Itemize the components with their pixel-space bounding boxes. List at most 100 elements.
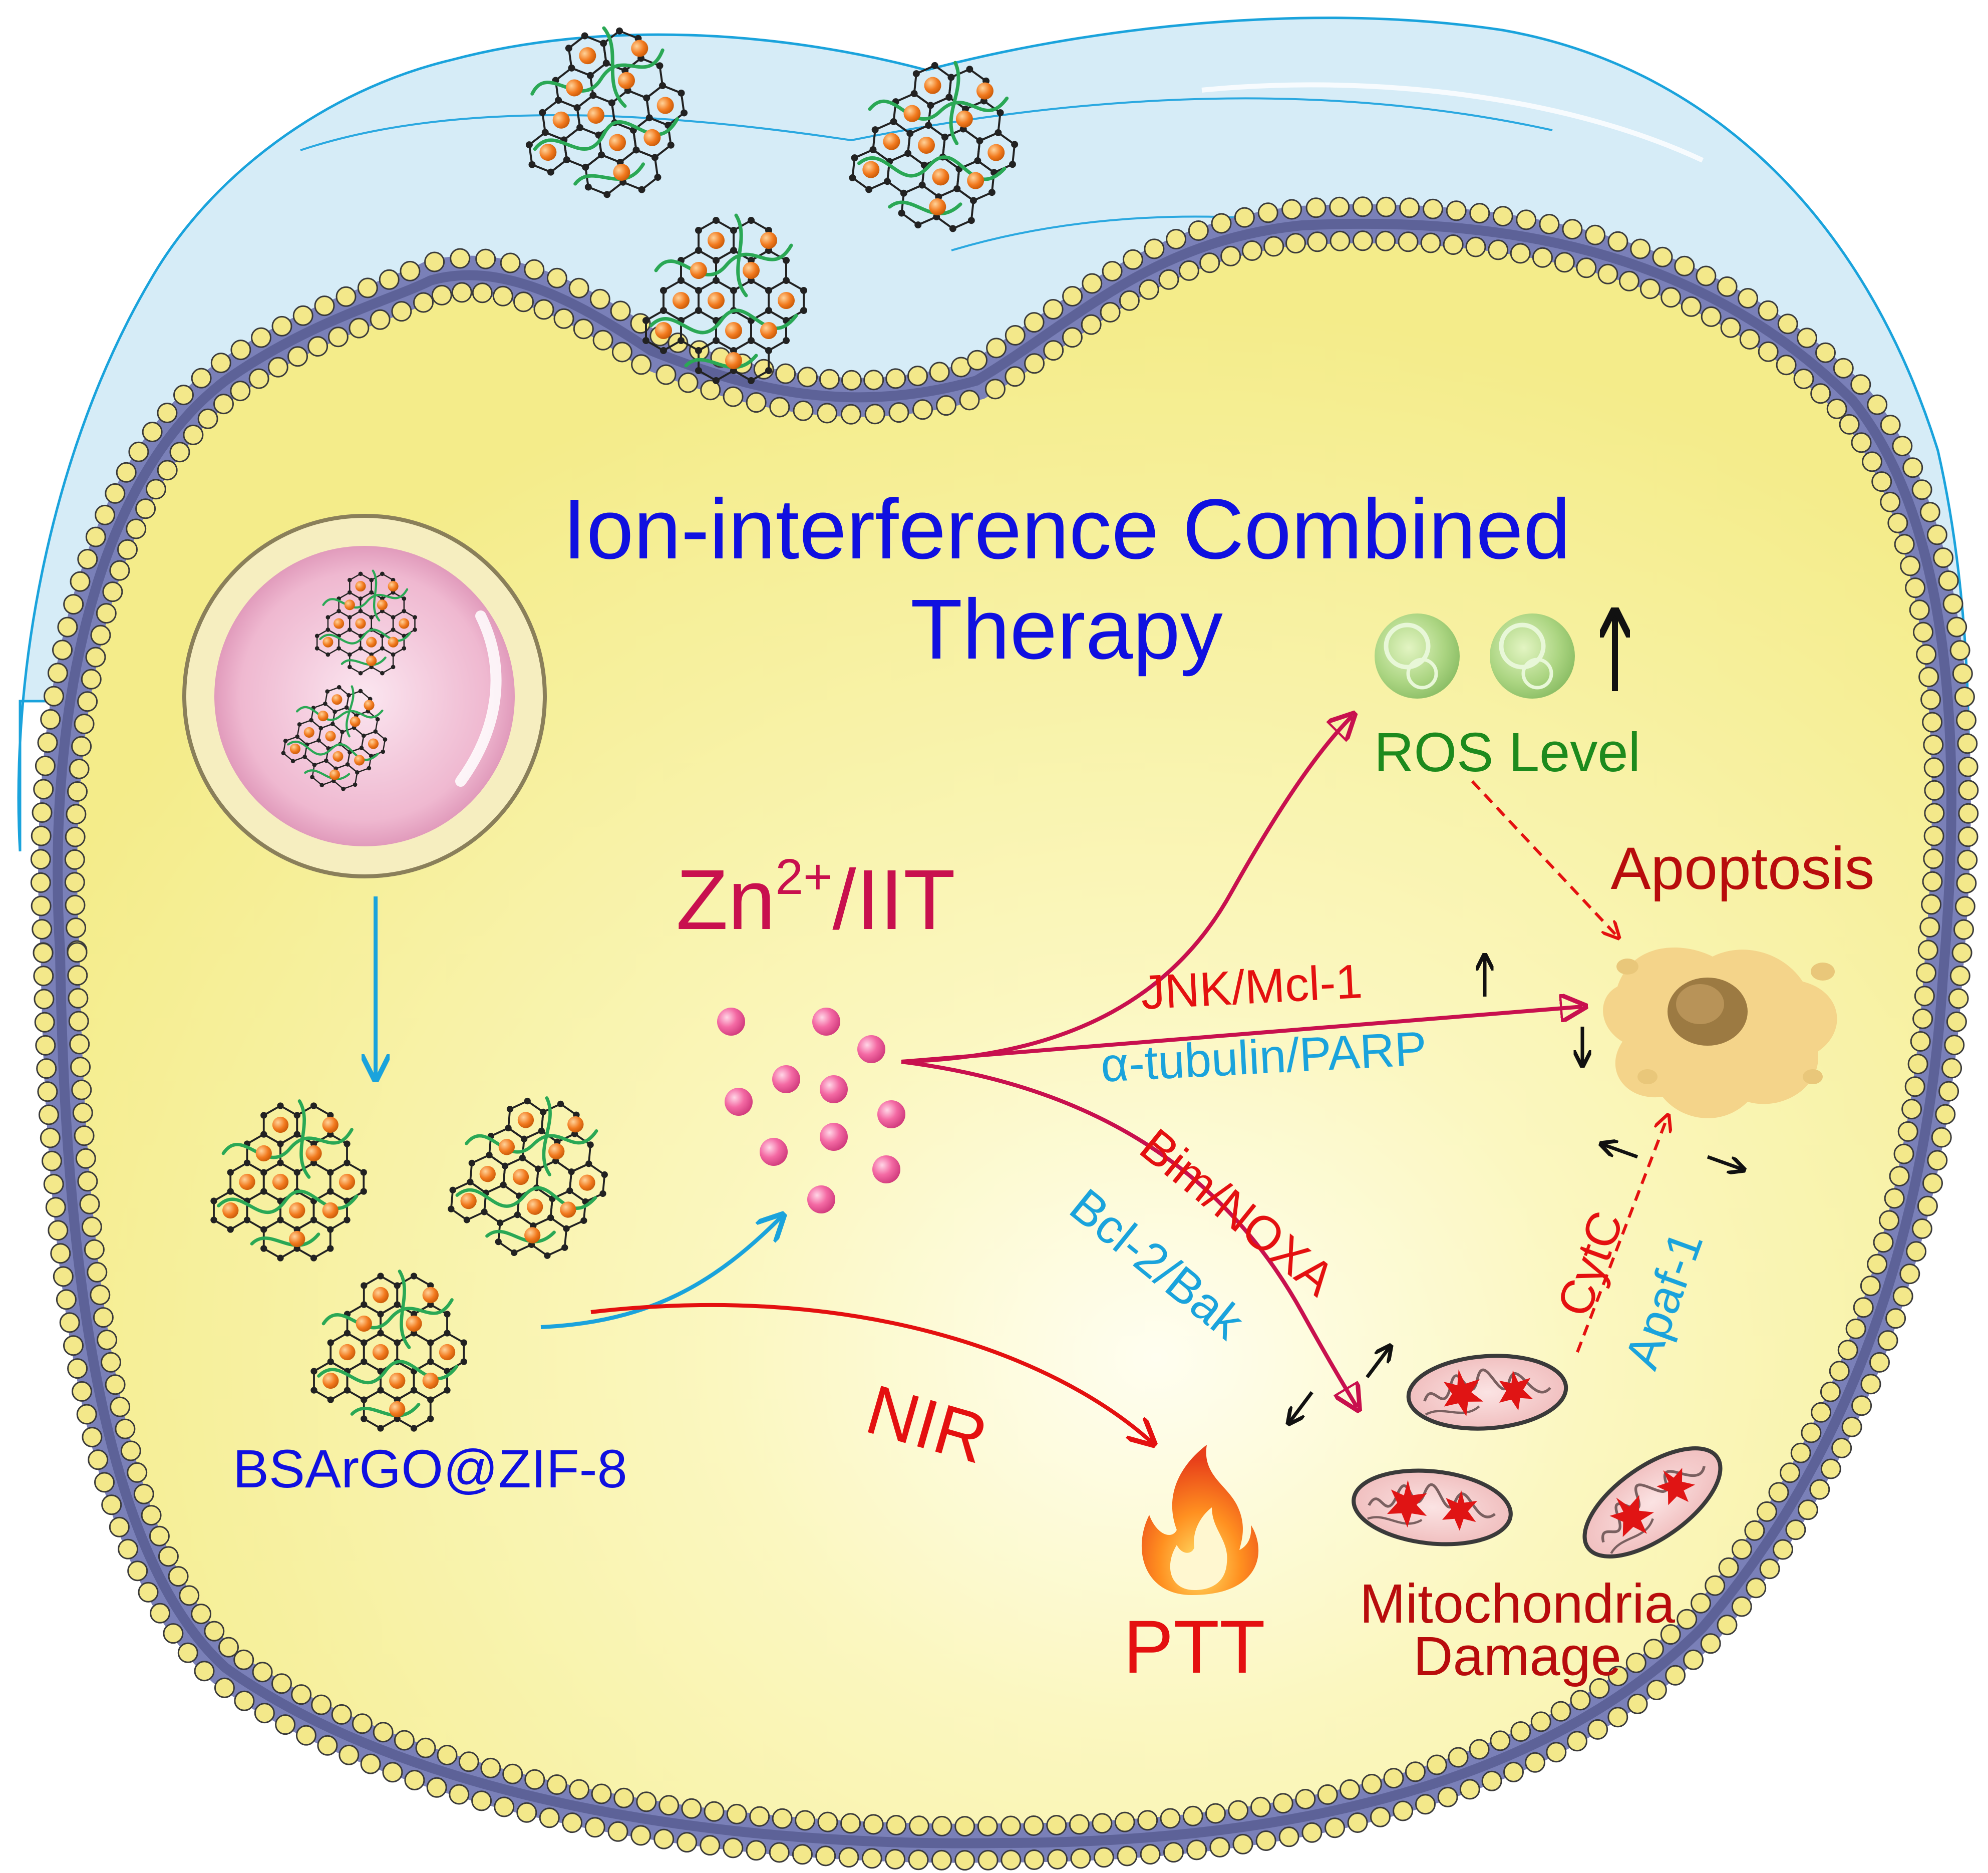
mito-to-apoptosis-dashed-arrow <box>1576 1117 1668 1353</box>
lipid-head <box>105 483 126 504</box>
lipid-head <box>1938 570 1959 591</box>
lipid-head <box>75 1148 96 1169</box>
lipid-head <box>1949 966 1970 986</box>
lipid-head <box>252 1662 273 1683</box>
lipid-head <box>553 308 574 329</box>
lipid-head <box>52 640 73 661</box>
lipid-head <box>1923 757 1944 778</box>
lipid-head <box>931 1815 952 1836</box>
lipid-head <box>150 1603 171 1624</box>
lipid-head <box>1585 224 1606 245</box>
lipid-head <box>1093 1847 1114 1868</box>
lipid-head <box>1922 1173 1943 1194</box>
lipid-head <box>1677 1609 1698 1630</box>
lipid-head <box>475 248 496 269</box>
lipid-head <box>1375 230 1396 251</box>
lipid-head <box>1758 341 1779 362</box>
lipid-head <box>90 1285 111 1306</box>
lipid-head <box>1550 1701 1571 1722</box>
lipid-head <box>1465 236 1486 257</box>
lipid-head <box>70 571 91 592</box>
lipid-head <box>1867 394 1888 415</box>
lipid-head <box>82 1427 103 1448</box>
lipid-head <box>1370 1806 1391 1827</box>
lipid-head <box>68 1011 89 1032</box>
lipid-head <box>1062 286 1083 306</box>
lipid-head <box>1924 803 1945 824</box>
lipid-head <box>610 300 631 322</box>
lipid-head <box>44 686 64 707</box>
lipid-head <box>1437 1786 1458 1807</box>
down-arrow-bcl <box>1289 1391 1313 1422</box>
lipid-head <box>568 277 589 298</box>
lipid-head <box>35 755 56 776</box>
lipid-head <box>1880 415 1901 436</box>
lipid-head <box>1070 1848 1091 1869</box>
lipid-head <box>819 369 840 390</box>
lipid-head <box>1393 1800 1414 1821</box>
lipid-head <box>85 526 106 547</box>
lipid-head <box>793 400 814 421</box>
lipid-head <box>1759 1558 1780 1580</box>
lipid-head <box>1905 577 1926 598</box>
zn-release-arrow <box>540 1217 781 1329</box>
lipid-head <box>885 368 906 389</box>
lipid-head <box>1826 398 1847 419</box>
lipid-head <box>81 1216 102 1237</box>
lipid-head <box>1062 327 1083 348</box>
lipid-head <box>1780 1462 1800 1483</box>
lipid-head <box>1744 1520 1765 1541</box>
lipid-head <box>71 1079 92 1100</box>
lipid-head <box>314 295 335 317</box>
lipid-head <box>1922 712 1943 733</box>
apoptotic-cell-icon <box>1603 948 1837 1118</box>
lipid-head <box>1646 1680 1667 1700</box>
lipid-head <box>57 616 78 638</box>
lipid-head <box>1117 1845 1138 1866</box>
lipid-head <box>1597 263 1618 284</box>
lipid-head <box>840 1813 861 1834</box>
lipid-head <box>589 288 610 309</box>
lipid-head <box>1738 288 1758 308</box>
lipid-head <box>1618 270 1639 291</box>
lipid-head <box>1923 848 1944 869</box>
lipid-head <box>292 305 313 326</box>
lipid-head <box>1278 1826 1299 1847</box>
lipid-head <box>1137 1810 1158 1831</box>
lipid-head <box>1877 1330 1898 1351</box>
lipid-head <box>726 1803 747 1824</box>
lipid-head <box>1957 733 1978 754</box>
lipid-head <box>287 346 308 367</box>
lipid-head <box>157 460 178 481</box>
lipid-head <box>1158 269 1179 290</box>
lipid-head <box>1957 756 1978 777</box>
lipid-head <box>1209 1837 1230 1857</box>
lipid-head <box>43 1174 64 1194</box>
lipid-head <box>1516 209 1537 230</box>
lipid-head <box>1860 1276 1881 1297</box>
lipid-head <box>1717 276 1738 297</box>
lipid-head <box>1046 1815 1067 1835</box>
lipid-head <box>1140 1844 1161 1865</box>
lipid-head <box>32 802 53 823</box>
lipid-head <box>88 1449 109 1470</box>
lipid-head <box>275 1714 296 1735</box>
lipid-head <box>191 368 212 389</box>
lipid-head <box>1024 353 1045 374</box>
lipid-head <box>746 392 767 413</box>
lipid-head <box>655 364 677 385</box>
lipid-head <box>77 691 98 712</box>
lipid-head <box>1917 940 1938 961</box>
up-arrow-apaf <box>1707 1155 1743 1169</box>
lipid-head <box>426 1777 447 1798</box>
lipid-head <box>357 277 378 298</box>
lipid-head <box>1954 687 1975 707</box>
lipid-head <box>234 1690 255 1711</box>
lipid-head <box>1691 1593 1711 1614</box>
lipid-head <box>1900 555 1921 576</box>
up-arrow-bim <box>1366 1347 1390 1379</box>
lipid-head <box>96 603 117 624</box>
endosome-vesicle <box>182 514 547 878</box>
lipid-head <box>1625 1652 1646 1673</box>
lipid-heads-outer <box>30 196 1979 1871</box>
